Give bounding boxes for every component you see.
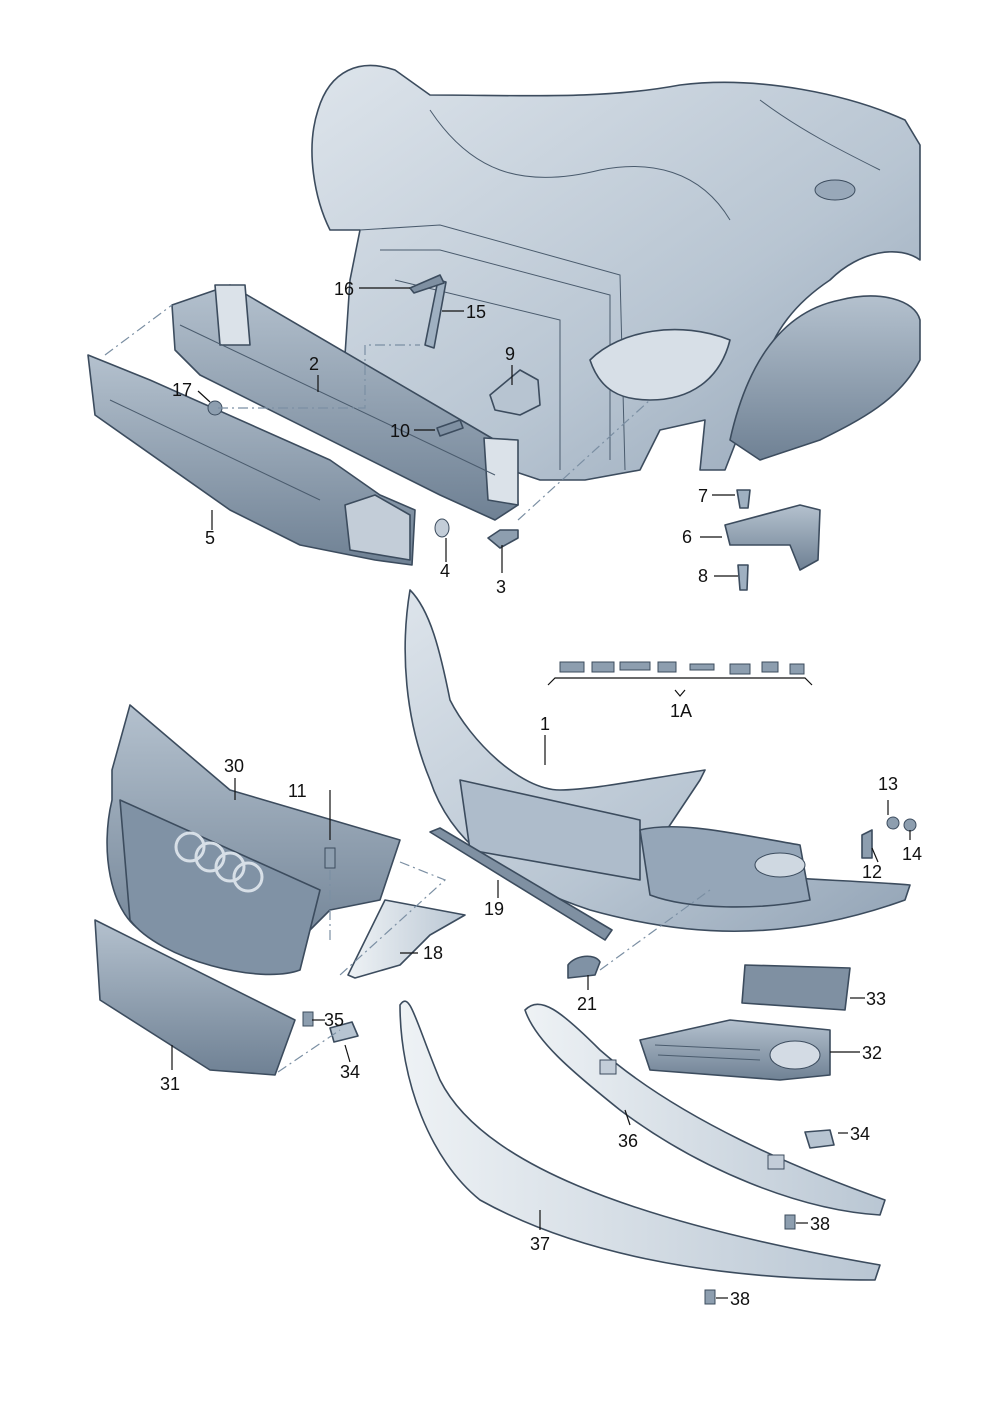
bolt-and-washer — [434, 518, 519, 549]
energy-absorber — [87, 354, 416, 566]
callout-2: 2 — [309, 354, 319, 374]
callout-8: 8 — [698, 566, 708, 586]
side-fasteners — [324, 816, 917, 869]
callout-3: 3 — [496, 577, 506, 597]
cover-cap — [741, 964, 851, 1011]
callout-34-left: 34 — [340, 1062, 360, 1082]
small-fasteners-left — [302, 1011, 359, 1043]
small-fasteners-right — [704, 1129, 835, 1305]
callout-1: 1 — [540, 714, 550, 734]
callout-15: 15 — [466, 302, 486, 322]
spoiler-insert — [524, 1003, 886, 1216]
callout-10: 10 — [390, 421, 410, 441]
license-plate-bracket — [94, 919, 296, 1076]
tow-hook-cover — [567, 955, 601, 979]
callout-30: 30 — [224, 756, 244, 776]
fastener-kit — [559, 661, 805, 675]
callout-18: 18 — [423, 943, 443, 963]
callout-9: 9 — [505, 344, 515, 364]
radiator-support-fasteners — [207, 274, 541, 437]
callout-7: 7 — [698, 486, 708, 506]
bumper-reinforcement-beam — [171, 284, 519, 521]
callout-35: 35 — [324, 1010, 344, 1030]
leader-lines — [171, 287, 911, 1299]
callout-1a: 1A — [670, 701, 692, 721]
lower-spoiler — [399, 1000, 881, 1281]
callouts: 16 15 2 9 17 10 7 6 5 4 8 3 1A 1 30 13 1… — [160, 279, 922, 1309]
callout-21: 21 — [577, 994, 597, 1014]
callout-16: 16 — [334, 279, 354, 299]
callout-14: 14 — [902, 844, 922, 864]
callout-17: 17 — [172, 380, 192, 400]
callout-38-upper: 38 — [810, 1214, 830, 1234]
callout-11: 11 — [288, 781, 307, 801]
callout-5: 5 — [205, 528, 215, 548]
callout-37: 37 — [530, 1234, 550, 1254]
assembly-dash-lines — [104, 304, 711, 1073]
callout-34-right: 34 — [850, 1124, 870, 1144]
side-guide-bracket — [724, 489, 821, 591]
callout-36: 36 — [618, 1131, 638, 1151]
callout-13: 13 — [878, 774, 898, 794]
callout-6: 6 — [682, 527, 692, 547]
vehicle-front-structure — [311, 64, 921, 481]
fog-light-grille — [639, 1019, 831, 1081]
bumper-cover — [404, 589, 911, 932]
callout-12: 12 — [862, 862, 882, 882]
callout-19: 19 — [484, 899, 504, 919]
molding-strip — [429, 827, 613, 941]
callout-4: 4 — [440, 561, 450, 581]
radiator-grille — [106, 704, 401, 976]
air-guide — [347, 899, 466, 979]
callout-31: 31 — [160, 1074, 180, 1094]
callout-33: 33 — [866, 989, 886, 1009]
callout-38-lower: 38 — [730, 1289, 750, 1309]
callout-32: 32 — [862, 1043, 882, 1063]
